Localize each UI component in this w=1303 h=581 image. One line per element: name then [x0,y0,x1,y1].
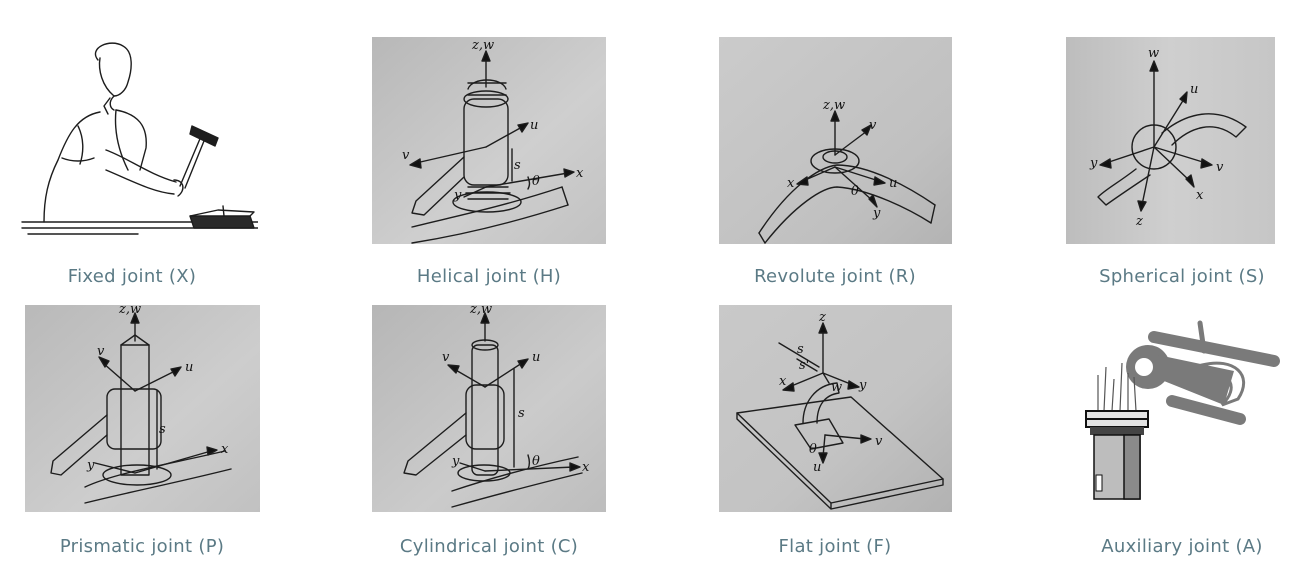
axis-label: y [453,188,462,203]
helicopter-icon [1126,320,1280,425]
axis-label: θ [809,442,817,457]
prismatic-joint-photo: z,w v u s x y [25,305,260,512]
revolute-joint-photo: z,w v x θ u y [719,37,952,244]
axis-label: z,w [471,38,494,53]
helical-joint-photo: z,w u v s θ x y [372,37,606,244]
axis-label: y [858,378,867,393]
axis-label: v [402,148,410,163]
axis-label: s [797,342,804,357]
fixed-joint-illustration [18,30,258,240]
axis-label: u [532,350,540,365]
axis-label: u [530,118,538,133]
axis-label: s' [799,358,809,373]
axis-label: y [872,206,881,221]
auxiliary-joint-illustration [1084,315,1284,505]
axis-label: u [813,460,821,475]
caption-flat-joint: Flat joint (F) [778,536,892,557]
axis-label: z,w [118,305,141,317]
axis-label: θ [851,184,859,199]
axis-label: z,w [822,98,845,113]
caption-spherical-joint: Spherical joint (S) [1099,266,1265,287]
axis-label: v [442,350,450,365]
axis-label: y [86,458,95,473]
axis-label: z,w [469,305,492,317]
caption-revolute-joint: Revolute joint (R) [754,266,916,287]
axis-label: u [1190,82,1198,97]
axis-label: x [779,374,787,389]
axis-label: θ [532,174,540,189]
control-tower-icon [1085,362,1149,500]
axis-label: v [869,118,877,133]
axis-label: z [1135,214,1143,229]
cylindrical-joint-photo: z,w u v s θ x y [372,305,606,512]
axis-label: w [831,380,842,395]
axis-label: v [1216,160,1224,175]
caption-prismatic-joint: Prismatic joint (P) [59,536,225,557]
caption-fixed-joint: Fixed joint (X) [67,266,197,287]
axis-label: u [185,360,193,375]
axis-label: u [889,176,897,191]
axis-label: x [221,442,229,457]
axis-label: x [582,460,590,475]
spherical-joint-photo: w u y v x z [1066,37,1275,244]
axis-label: y [451,454,460,469]
axis-label: y [1089,156,1098,171]
axis-label: v [875,434,883,449]
axis-label: w [1148,46,1159,61]
axis-label: s [159,422,166,437]
caption-auxiliary-joint: Auxiliary joint (A) [1101,536,1263,557]
axis-label: z [818,310,826,325]
axis-label: s [514,158,521,173]
axis-label: x [787,176,795,191]
axis-label: v [97,344,105,359]
caption-helical-joint: Helical joint (H) [416,266,562,287]
axis-label: x [1196,188,1204,203]
axis-label: x [576,166,584,181]
flat-joint-photo: z s s' x w y v θ u [719,305,952,512]
caption-cylindrical-joint: Cylindrical joint (C) [399,536,579,557]
axis-label: θ [532,454,540,469]
axis-label: s [518,406,525,421]
